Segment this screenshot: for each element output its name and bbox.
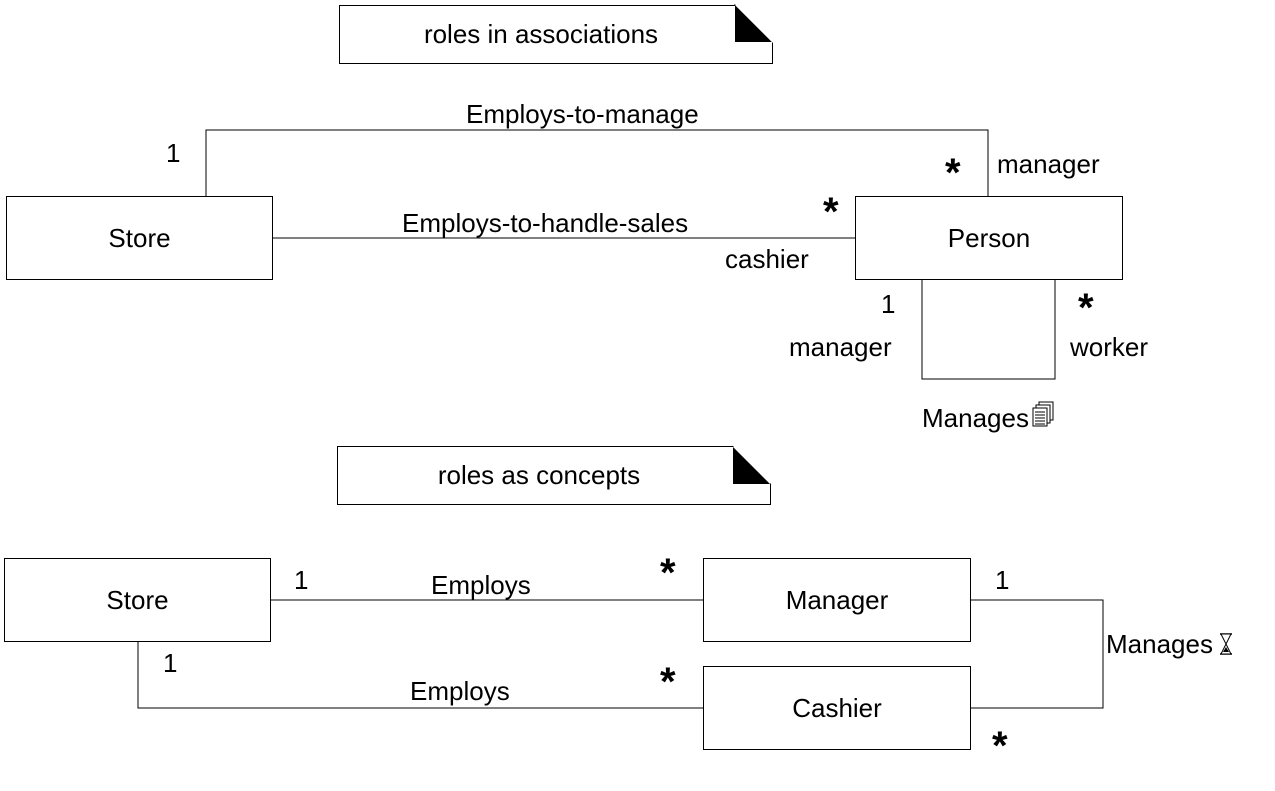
multiplicity-cashier-store: * bbox=[660, 660, 676, 704]
note-text: roles in associations bbox=[423, 19, 659, 49]
class-name: Store bbox=[106, 584, 169, 615]
self-multiplicity-right: * bbox=[1078, 286, 1094, 330]
assoc-manages-self-line bbox=[921, 279, 1056, 380]
class-store-bottom[interactable]: Store bbox=[4, 558, 271, 642]
class-manager[interactable]: Manager bbox=[703, 558, 971, 642]
self-role-worker: worker bbox=[1070, 332, 1149, 362]
assoc-manages-self-label: Manages bbox=[922, 401, 1055, 431]
multiplicity-store-manager: 1 bbox=[294, 565, 309, 595]
multiplicity-cashier-manages: * bbox=[992, 724, 1008, 768]
assoc-employs-to-handle-sales-label: Employs-to-handle-sales bbox=[402, 208, 689, 238]
note-roles-as-concepts: roles as concepts bbox=[337, 446, 771, 505]
multiplicity-store-manage: 1 bbox=[166, 138, 181, 168]
assoc-employs-to-manage-line bbox=[205, 129, 989, 196]
assoc-manages-label: Manages bbox=[1106, 631, 1233, 659]
role-cashier: cashier bbox=[725, 244, 809, 274]
multiplicity-manager-store: * bbox=[660, 551, 676, 595]
assoc-employs-manager-label: Employs bbox=[431, 570, 531, 600]
class-cashier[interactable]: Cashier bbox=[703, 666, 971, 750]
multiplicity-person-sales: * bbox=[823, 190, 839, 234]
role-manager-top: manager bbox=[997, 149, 1100, 179]
class-store-top[interactable]: Store bbox=[6, 196, 273, 280]
class-person[interactable]: Person bbox=[855, 196, 1123, 280]
class-name: Store bbox=[108, 222, 171, 253]
assoc-employs-cashier-label: Employs bbox=[410, 676, 510, 706]
assoc-manages-line bbox=[970, 599, 1104, 709]
hourglass-icon bbox=[1219, 633, 1233, 659]
self-multiplicity-left: 1 bbox=[881, 289, 896, 319]
assoc-manages-text: Manages bbox=[922, 403, 1029, 433]
class-name: Person bbox=[947, 222, 1031, 253]
assoc-manages-text: Manages bbox=[1106, 629, 1213, 659]
note-roles-in-associations: roles in associations bbox=[339, 5, 773, 64]
class-name: Manager bbox=[785, 584, 889, 615]
assoc-employs-cashier-line bbox=[137, 641, 704, 709]
assoc-employs-to-manage-label: Employs-to-manage bbox=[466, 99, 699, 129]
multiplicity-manager-manages: 1 bbox=[995, 565, 1010, 595]
multiplicity-person-manage: * bbox=[945, 151, 961, 195]
note-text: roles as concepts bbox=[437, 460, 641, 490]
multiplicity-store-cashier: 1 bbox=[163, 648, 178, 678]
self-role-manager: manager bbox=[789, 332, 892, 362]
documents-icon bbox=[1031, 401, 1055, 431]
class-name: Cashier bbox=[792, 692, 882, 723]
